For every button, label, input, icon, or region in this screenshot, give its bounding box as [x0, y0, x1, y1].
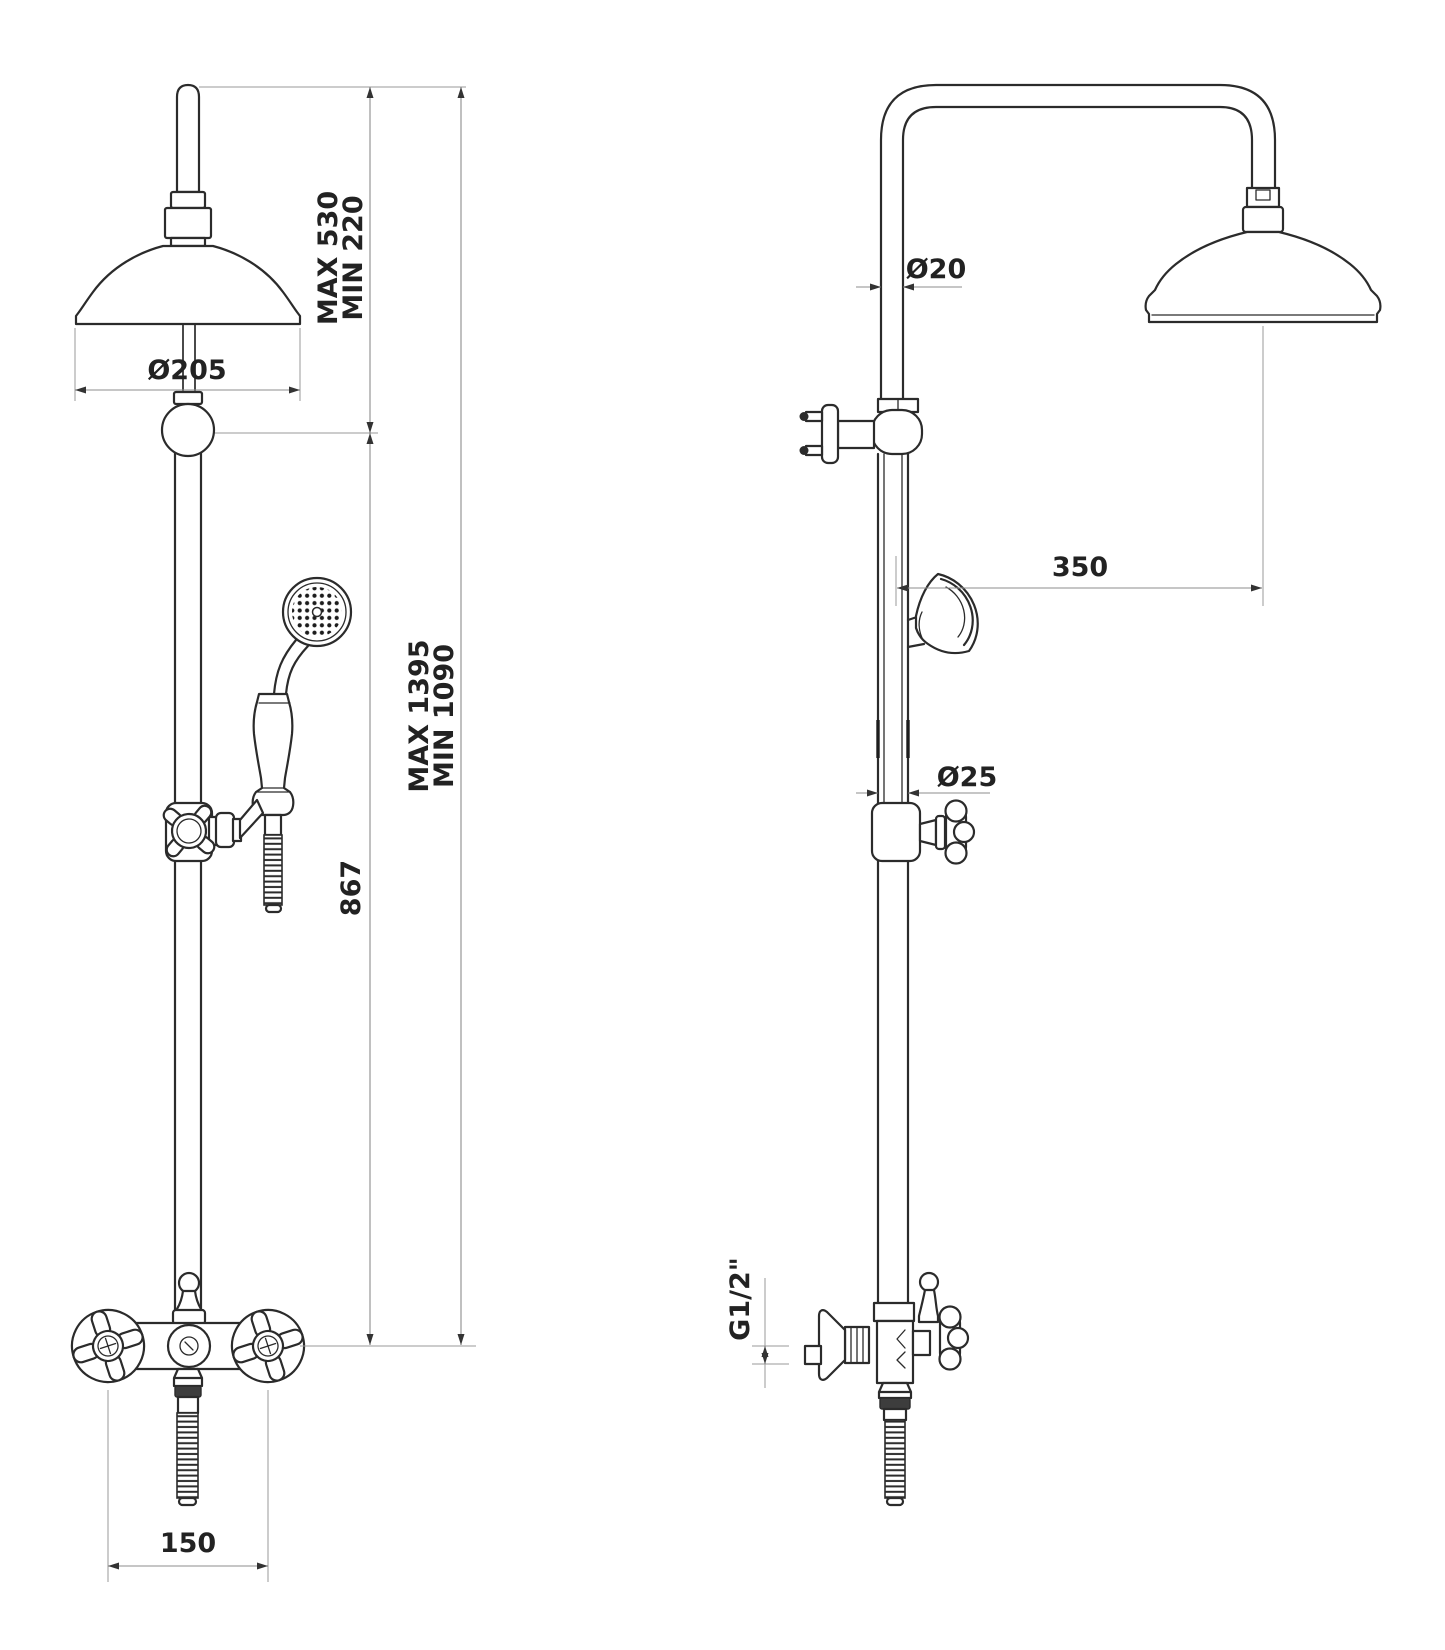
outlet-nut	[172, 1367, 204, 1388]
inlet-nipple	[803, 1344, 823, 1366]
handle-hub-side	[911, 1329, 932, 1357]
shower-hose	[176, 1412, 199, 1499]
mixer-valve-side	[803, 1271, 970, 1507]
hose-connector	[176, 1395, 200, 1415]
shower-head-side	[1144, 230, 1382, 324]
slider-assembly	[162, 798, 265, 863]
dim-label-valve-width: 150	[160, 1528, 216, 1559]
diverter-stem-side	[917, 1288, 940, 1324]
detail	[896, 1329, 906, 1369]
holder-arm	[238, 798, 265, 840]
bracket-arm	[836, 419, 876, 450]
ball-collar	[172, 390, 204, 406]
column-pipe-side	[876, 452, 910, 1307]
detail	[850, 1326, 864, 1364]
bracket-ball	[870, 408, 924, 456]
detail	[179, 1336, 199, 1356]
hose-gasket	[174, 1385, 202, 1398]
mixer-valve-front	[61, 1271, 315, 1507]
hand-shower-hose	[263, 834, 283, 906]
hose-connector	[263, 813, 283, 837]
cone-body	[914, 572, 979, 655]
shower-head-front	[74, 244, 302, 326]
valve-collar	[872, 1301, 916, 1323]
hand-shower-handle	[251, 692, 295, 817]
diverter-stem	[175, 1289, 203, 1314]
dim-label-head-offset: 350	[1052, 552, 1108, 583]
hand-shower	[251, 576, 353, 914]
dim-label-total-max: MAX 1395	[404, 639, 435, 792]
gooseneck-arm-inner	[901, 105, 1254, 409]
side-view	[799, 83, 1382, 1507]
handle-stem	[918, 818, 938, 847]
shower-hose-side	[884, 1419, 906, 1499]
dim-label-mid-height: 867	[336, 860, 367, 916]
slider-cross-handle	[162, 804, 216, 858]
left-cross-handle	[61, 1299, 155, 1393]
wall-bracket	[799, 397, 924, 465]
detail	[169, 190, 207, 210]
slider-block-side	[870, 801, 922, 863]
arm-nut	[1245, 186, 1281, 209]
hose-end-side	[885, 1496, 905, 1507]
column-pipe	[173, 451, 203, 1325]
dim-label-upper-max: MAX 530	[313, 191, 344, 325]
inner-tube-lines	[883, 453, 903, 861]
valve-body-side	[875, 1319, 915, 1385]
dim-label-total-min: MIN 1090	[429, 644, 460, 788]
dim-label-inlet-thread: G1/2"	[725, 1257, 756, 1341]
hose-end	[264, 903, 283, 914]
head-connector	[163, 190, 213, 248]
tube-overlap-marks	[876, 720, 910, 758]
detail	[163, 206, 213, 240]
diverter-knob-side	[918, 1271, 940, 1293]
dim-label-pipe-diameter: Ø20	[906, 254, 967, 285]
arm-collar	[1241, 205, 1285, 234]
gooseneck-arm-outer	[879, 83, 1277, 409]
detail	[287, 582, 347, 642]
detail	[1255, 189, 1271, 201]
slider-assembly-side	[870, 799, 976, 865]
detail	[311, 606, 323, 618]
outlet-nut-side	[877, 1381, 913, 1400]
wall-screw-tip	[799, 446, 809, 455]
inlet-escutcheon	[817, 1309, 847, 1381]
riser-pipe	[175, 83, 201, 194]
detail	[918, 611, 924, 641]
detail	[934, 814, 947, 851]
dim-label-column-diameter: Ø25	[937, 762, 998, 793]
front-view	[61, 83, 353, 1507]
slider-cross-handle-side	[944, 799, 976, 865]
cross-handle-side	[938, 1305, 970, 1371]
hand-shower-neck	[272, 638, 310, 696]
holder-cone	[906, 572, 979, 655]
holder-block	[214, 811, 236, 849]
detail	[176, 818, 202, 844]
wall-plate	[820, 403, 840, 465]
dim-label-head-diameter: Ø205	[147, 355, 226, 386]
detail	[169, 236, 207, 248]
right-cross-handle	[221, 1299, 315, 1393]
hose-gasket-side	[879, 1397, 911, 1410]
detail	[184, 1341, 194, 1351]
swivel-ball-joint	[160, 402, 216, 458]
hose-end	[177, 1496, 198, 1507]
cone-rim	[939, 577, 974, 647]
wall-screw-tip	[799, 412, 809, 421]
hose-connector-side	[882, 1407, 908, 1422]
dim-label-upper-min: MIN 220	[338, 195, 369, 320]
head-supply-pipe	[182, 323, 196, 393]
dimensions: Ø205 MAX 530 MIN 220 867 MAX 1395 MIN 10…	[74, 86, 1264, 1582]
detail	[255, 702, 291, 793]
